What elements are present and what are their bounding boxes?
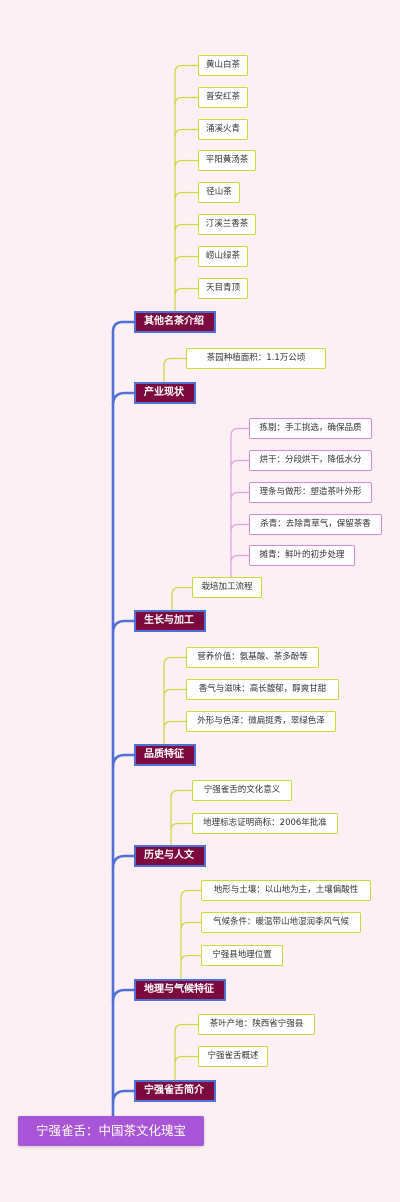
leaf-laoshan-green-tea[interactable]: 崂山绿茶	[198, 246, 248, 267]
leaf-jingshan-tea[interactable]: 径山茶	[198, 182, 240, 203]
leaf-pingyang-huangtang[interactable]: 平阳黄汤茶	[198, 150, 256, 171]
root-node[interactable]: 宁强雀舌：中国茶文化瑰宝	[18, 1116, 204, 1146]
leaf-puan-black-tea[interactable]: 普安红茶	[198, 87, 248, 108]
other-teas-connector-hook-3	[174, 159, 198, 168]
subleaf-fixing[interactable]: 杀青：去除青草气，保留茶香	[249, 514, 382, 535]
trunk-branch-link-1	[111, 619, 134, 634]
other-teas-connector-hook-0	[174, 64, 198, 73]
leaf-tianmu-qingding[interactable]: 天目青顶	[198, 278, 248, 299]
geography-connector-hook-2	[180, 954, 201, 963]
branch-growth-processing[interactable]: 生长与加工	[134, 610, 206, 632]
industry-connector-hook-0	[163, 357, 186, 366]
process-connector-hook-2	[230, 491, 249, 500]
process-connector-hook-3	[230, 523, 249, 532]
subleaf-drying[interactable]: 烘干：分段烘干，降低水分	[249, 450, 372, 471]
trunk-branch-link-5	[111, 1089, 134, 1104]
other-teas-connector-hook-5	[174, 223, 198, 232]
branch-introduction[interactable]: 宁强雀舌简介	[134, 1080, 216, 1102]
subleaf-sorting[interactable]: 拣剔：手工挑选，确保品质	[249, 418, 372, 439]
process-connector-hook-0	[230, 427, 249, 436]
other-teas-connector-hook-4	[174, 191, 198, 200]
process-connector-hook-1	[230, 459, 249, 468]
other-teas-connector-hook-2	[174, 128, 198, 137]
process-connector-hook-4	[230, 554, 249, 563]
branch-other-teas[interactable]: 其他名茶介绍	[134, 311, 216, 333]
quality-connector-hook-1	[163, 688, 186, 697]
growth-connector-hook-0	[171, 586, 192, 595]
quality-connector-hook-0	[163, 656, 186, 665]
intro-connector-hook-1	[174, 1055, 198, 1064]
geography-connector-hook-1	[180, 921, 201, 930]
branch-geography-climate[interactable]: 地理与气候特征	[134, 979, 226, 1001]
leaf-aroma-taste[interactable]: 香气与滋味：高长馥郁，醇爽甘甜	[186, 679, 339, 700]
quality-connector-hook-2	[163, 720, 186, 729]
leaf-terrain-soil[interactable]: 地形与土壤：以山地为主，土壤偏酸性	[201, 880, 371, 901]
history-connector-hook-1	[170, 822, 192, 831]
leaf-climate[interactable]: 气候条件：暖温带山地湿润季风气候	[201, 912, 361, 933]
trunk-branch-link-3	[111, 854, 134, 869]
trunk-line	[111, 320, 134, 1116]
other-teas-connector-hook-7	[174, 287, 198, 296]
intro-connector-hook-0	[174, 1023, 198, 1032]
trunk-branch-link-4	[111, 988, 134, 1003]
leaf-nutrition-value[interactable]: 营养价值：氨基酸、茶多酚等	[186, 647, 319, 668]
other-teas-connector-hook-6	[174, 255, 198, 264]
leaf-cultural-meaning[interactable]: 宁强雀舌的文化意义	[192, 780, 292, 801]
branch-industry-status[interactable]: 产业现状	[134, 382, 196, 404]
trunk-branch-link-0	[111, 391, 134, 406]
geography-connector-hook-0	[180, 889, 201, 898]
leaf-origin[interactable]: 茶叶产地：陕西省宁强县	[198, 1014, 315, 1035]
leaf-county-location[interactable]: 宁强县地理位置	[201, 945, 283, 966]
leaf-tingxi-lanxiang[interactable]: 汀溪兰香茶	[198, 214, 256, 235]
leaf-processing-flow[interactable]: 栽培加工流程	[192, 577, 262, 598]
leaf-geo-trademark[interactable]: 地理标志证明商标：2006年批准	[192, 813, 338, 834]
branch-history-culture[interactable]: 历史与人文	[134, 845, 206, 867]
leaf-yongxi-huoqing[interactable]: 涌溪火青	[198, 119, 248, 140]
leaf-appearance-color[interactable]: 外形与色泽：微扁挺秀，翠绿色泽	[186, 711, 336, 732]
leaf-plantation-area[interactable]: 茶园种植面积：1.1万公顷	[186, 348, 326, 369]
history-connector-hook-0	[170, 789, 192, 798]
other-teas-connector-hook-1	[174, 96, 198, 105]
leaf-overview[interactable]: 宁强雀舌概述	[198, 1046, 268, 1067]
subleaf-shaping[interactable]: 理条与做形：塑造茶叶外形	[249, 482, 372, 503]
branch-quality-features[interactable]: 品质特征	[134, 744, 196, 766]
subleaf-spreading[interactable]: 摊青：鲜叶的初步处理	[249, 545, 355, 566]
leaf-huangshan-white-tea[interactable]: 黄山白茶	[198, 55, 248, 76]
trunk-branch-link-2	[111, 753, 134, 768]
